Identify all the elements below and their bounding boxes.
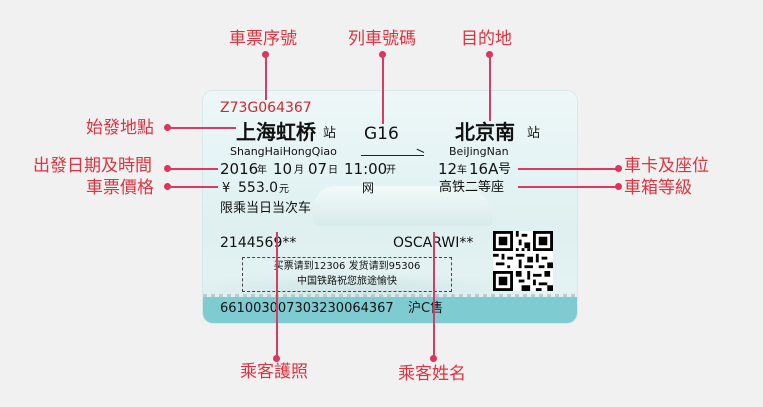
train-ticket: Z73G064367 上海虹桥 站 ShangHaiHongQiao G16 北…: [203, 91, 577, 323]
leader-dot: [273, 355, 280, 362]
ticket-serial: Z73G064367: [220, 100, 312, 116]
ticket-price: 553.0: [238, 180, 279, 196]
annotation-serial: 車票序號: [229, 29, 297, 49]
leader-dot: [164, 124, 171, 131]
leader-line: [168, 127, 236, 129]
leader-line: [276, 232, 278, 358]
leader-line: [518, 186, 618, 188]
leader-line: [168, 168, 218, 170]
to-station: 北京南: [455, 120, 515, 144]
to-station-pinyin: BeiJingNan: [449, 145, 509, 158]
ticket-dotted-divider: [203, 294, 577, 297]
annotation-datetime: 出發日期及時間: [33, 156, 152, 176]
depart-unit: 开: [386, 165, 396, 176]
leader-line: [265, 54, 267, 100]
leader-dot: [615, 183, 622, 190]
notice-line-1: 买票请到12306 发货请到95306: [273, 261, 421, 272]
leader-dot: [164, 183, 171, 190]
from-station: 上海虹桥: [236, 120, 316, 144]
depart-time: 11:00: [344, 160, 388, 178]
day-unit: 日: [328, 165, 338, 176]
leader-dot: [615, 165, 622, 172]
year-unit: 年: [257, 165, 267, 176]
annotation-name: 乘客姓名: [398, 364, 466, 384]
qr-code-icon: [493, 231, 553, 291]
car-number: 12: [438, 160, 458, 178]
leader-dot: [164, 165, 171, 172]
annotation-price: 車票價格: [86, 178, 154, 198]
train-number: G16: [364, 124, 399, 144]
annotation-train-number: 列車號碼: [348, 29, 416, 49]
ticket-bottom-band: [203, 297, 577, 323]
date-day: 07: [308, 160, 328, 178]
sale-channel: 网: [362, 181, 375, 195]
notice-box: 买票请到12306 发货请到95306 中国铁路祝您旅途愉快: [242, 257, 452, 292]
date-month: 10: [273, 160, 293, 178]
direction-arrow-icon: [361, 155, 424, 156]
notice-line-2: 中国铁路祝您旅途愉快: [297, 276, 397, 287]
seat-class: 高铁二等座: [439, 180, 505, 195]
ticket-code: 66100300730323006436​7: [220, 301, 394, 316]
from-station-pinyin: ShangHaiHongQiao: [230, 145, 337, 158]
leader-line: [489, 54, 491, 121]
price-symbol: ¥: [222, 181, 231, 196]
seat-unit: 号: [498, 162, 512, 177]
leader-line: [433, 232, 435, 358]
leader-line: [168, 186, 218, 188]
leader-dot: [430, 355, 437, 362]
ticket-background-train-watermark: [313, 186, 493, 226]
ticket-office: 沪C售: [408, 301, 444, 316]
from-station-suffix: 站: [323, 126, 337, 141]
car-unit: 车: [457, 165, 467, 176]
to-station-suffix: 站: [527, 126, 541, 141]
annotation-passport: 乘客護照: [240, 362, 308, 382]
month-unit: 月: [294, 165, 304, 176]
annotation-destination: 目的地: [461, 29, 512, 49]
validity-note: 限乘当日当次车: [220, 201, 312, 216]
seat-number: 16A: [469, 160, 499, 178]
passenger-id: 2144569**: [220, 235, 297, 251]
price-unit: 元: [279, 184, 289, 195]
leader-line: [518, 168, 618, 170]
leader-line: [382, 54, 384, 124]
annotation-origin: 始發地點: [86, 118, 154, 138]
annotation-class: 車箱等級: [624, 178, 692, 198]
annotation-seat: 車卡及座位: [624, 156, 709, 176]
date-year: 2016: [220, 160, 259, 178]
